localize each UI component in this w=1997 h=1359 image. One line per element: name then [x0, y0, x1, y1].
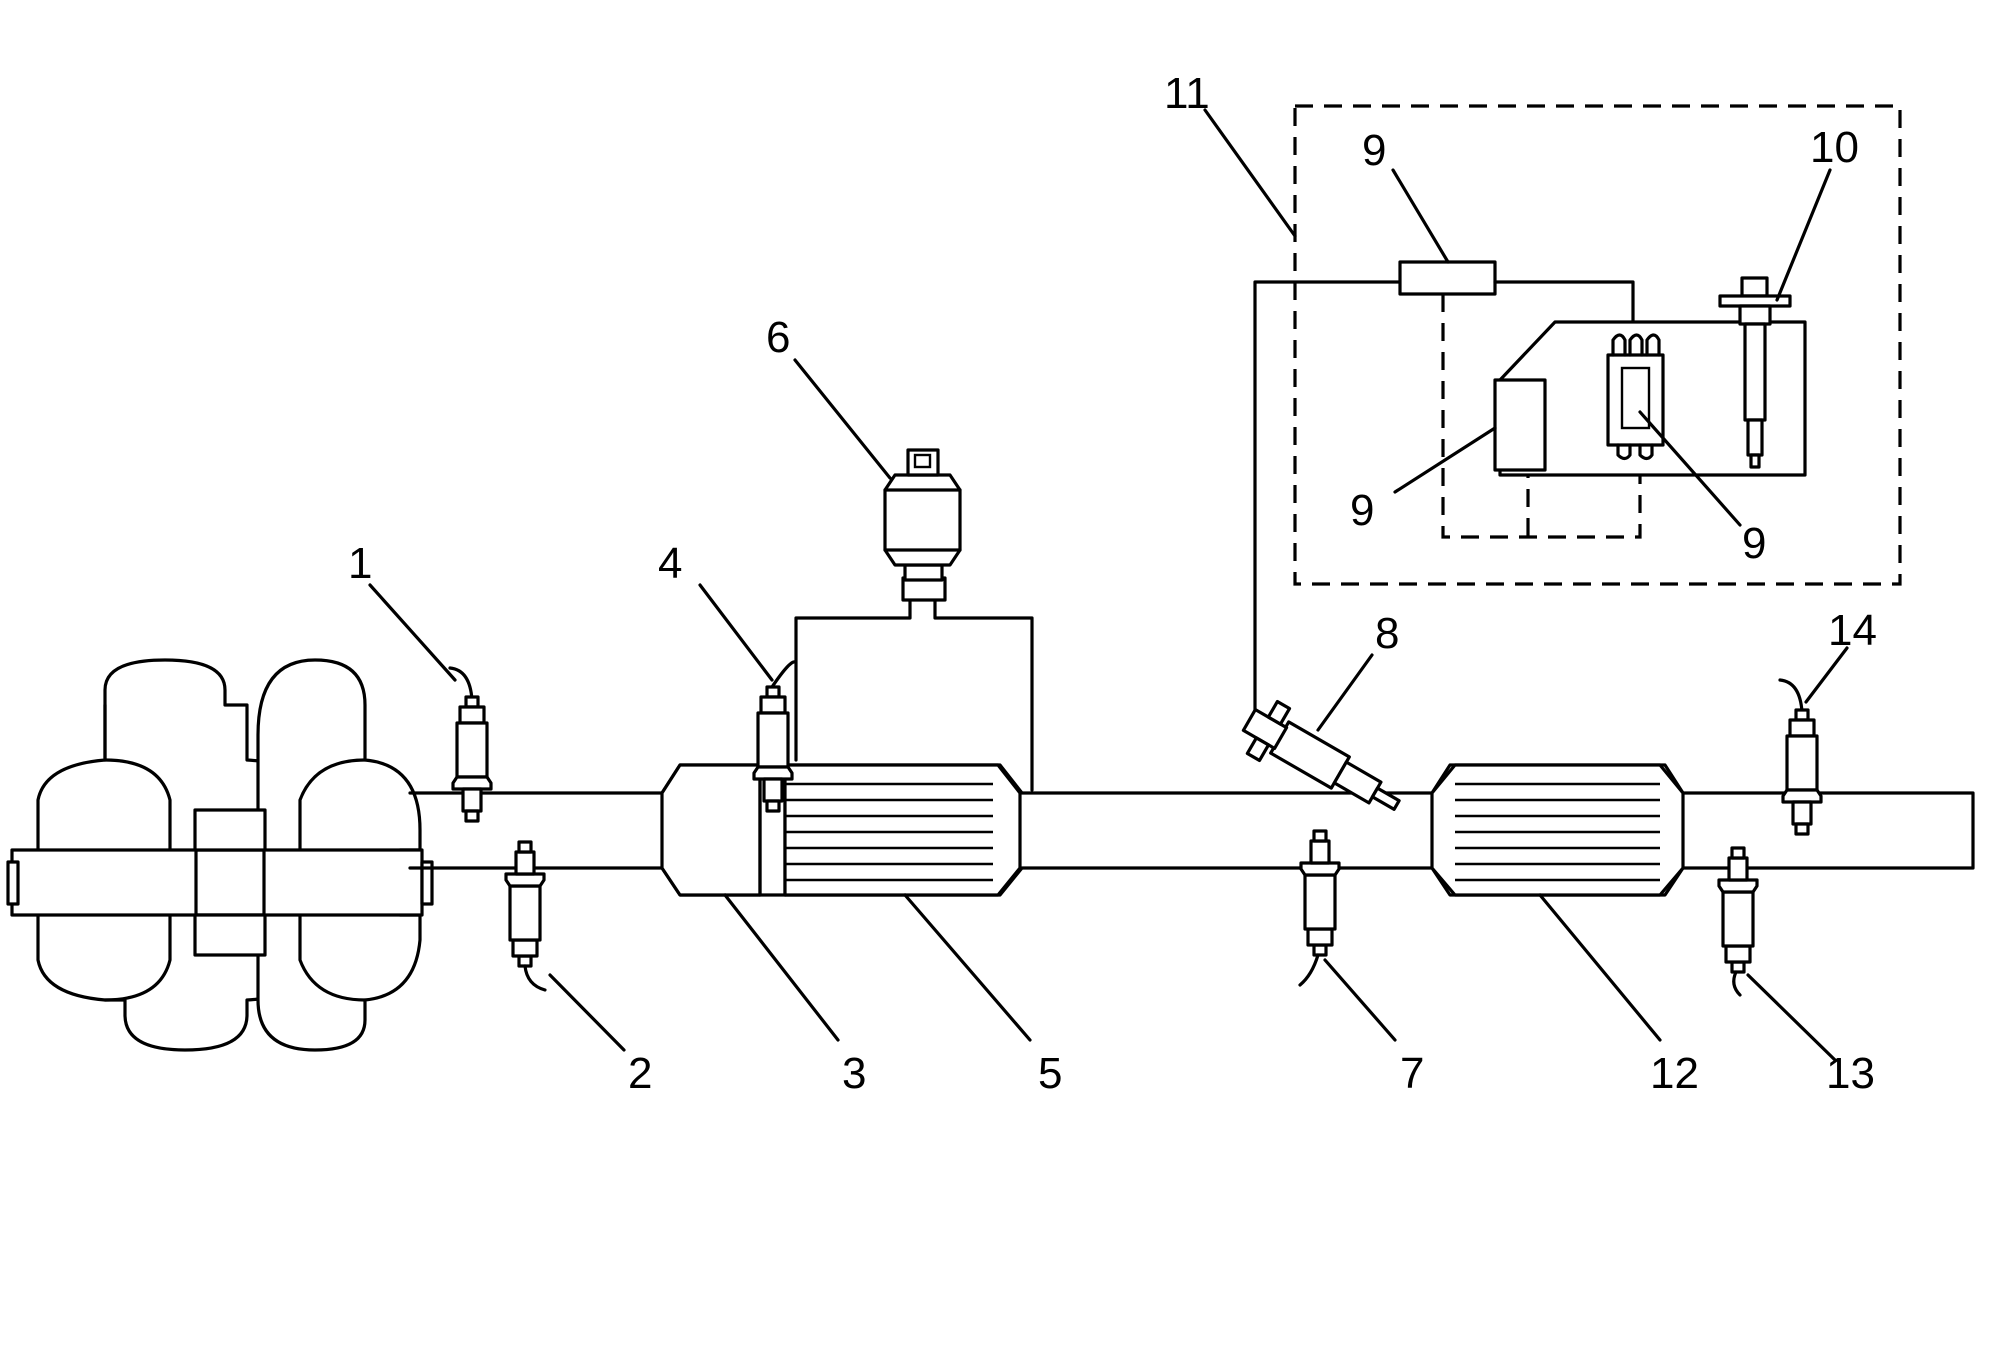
callout-7: 7 [1400, 1049, 1424, 1098]
callout-3: 3 [842, 1049, 866, 1098]
leader-lines [368, 108, 1849, 1062]
sensor-4 [752, 660, 797, 813]
callout-4: 4 [658, 539, 682, 588]
callout-13: 13 [1826, 1049, 1875, 1098]
sensor-2 [504, 840, 547, 992]
callout-10: 10 [1810, 123, 1859, 172]
callout-1: 1 [348, 539, 372, 588]
particulate-filter [783, 763, 1022, 897]
scr-catalyst [1430, 763, 1685, 897]
callout-9-right: 9 [1742, 519, 1766, 568]
callout-9-left: 9 [1350, 486, 1374, 535]
sensor-7 [1298, 829, 1341, 987]
callout-5: 5 [1038, 1049, 1062, 1098]
sensor-14 [1778, 678, 1823, 836]
reductant-module [1293, 104, 1902, 586]
callout-9-upper: 9 [1362, 126, 1386, 175]
fluid-injector [1241, 280, 1417, 811]
callout-14: 14 [1828, 606, 1877, 655]
callout-labels: 1 2 3 4 5 6 7 8 9 9 9 10 11 12 13 14 [348, 69, 1877, 1098]
callout-11: 11 [1164, 69, 1210, 118]
callout-6: 6 [766, 313, 790, 362]
callout-12: 12 [1650, 1049, 1699, 1098]
sensor-1 [448, 666, 493, 823]
pressure-sensor [794, 448, 1034, 792]
callout-8: 8 [1375, 609, 1399, 658]
turbocharger [6, 658, 434, 1052]
sensor-13 [1717, 846, 1759, 997]
callout-2: 2 [628, 1049, 652, 1098]
